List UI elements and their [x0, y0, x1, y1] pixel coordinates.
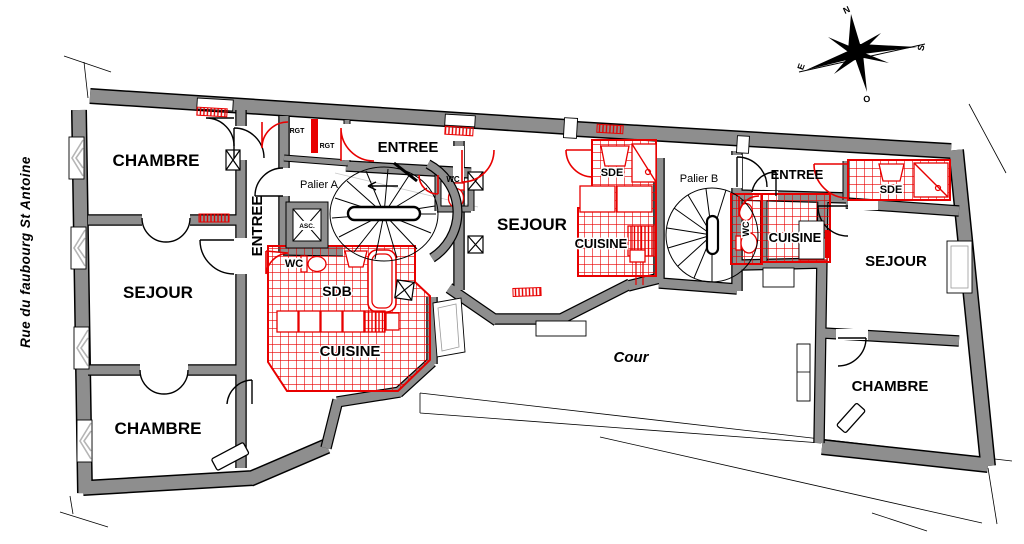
radiators	[196, 106, 624, 298]
wall-slot	[562, 117, 579, 139]
bathtub-inner	[371, 253, 393, 309]
room-label-entree-right: ENTREE	[771, 167, 824, 182]
room-labels: CHAMBRE SEJOUR CHAMBRE ENTREE WC SDB CUI…	[113, 128, 929, 438]
stair-newel	[346, 205, 422, 222]
lightwell	[432, 297, 466, 358]
room-label-sdb: SDB	[322, 283, 352, 299]
stair-a	[329, 159, 463, 263]
court-step	[535, 320, 587, 337]
room-label-chambre-top-left: CHAMBRE	[113, 151, 200, 170]
room-label-entree-center: ENTREE	[378, 139, 439, 156]
court-window-box	[798, 220, 825, 260]
toilet	[307, 255, 327, 273]
facade-window	[73, 326, 90, 370]
court-window	[796, 343, 811, 402]
room-label-sejour-center: SEJOUR	[497, 215, 567, 234]
room-label-cuisine-right: CUISINE	[769, 230, 822, 245]
red-wall-bar	[825, 230, 831, 258]
elevator: ASC.	[285, 201, 329, 249]
court-step	[762, 267, 795, 288]
wall-slot	[736, 135, 750, 154]
facade-window	[70, 226, 87, 270]
room-label-chambre-right: CHAMBRE	[852, 378, 929, 395]
room-label-sde-right: SDE	[880, 184, 903, 196]
room-label-wc-left: WC	[285, 258, 303, 270]
room-label-rgt-1: RGT	[290, 128, 306, 135]
room-label-cuisine-left: CUISINE	[320, 343, 381, 360]
room-label-palier-b: Palier B	[680, 173, 719, 185]
threshold	[393, 161, 418, 183]
room-label-rgt-2: RGT	[320, 143, 336, 150]
doors	[139, 117, 867, 471]
kitchen-sink	[363, 310, 386, 333]
room-label-cuisine-center: CUISINE	[575, 236, 628, 251]
washbasin	[344, 250, 368, 268]
courtyard-label: Cour	[614, 349, 650, 366]
compass-south-label: S	[916, 44, 927, 52]
red-wall-bar	[311, 119, 318, 153]
kitchen-counter	[579, 185, 616, 213]
top-window	[444, 113, 476, 128]
kitchen-counter	[616, 185, 653, 213]
compass-east-label: E	[795, 62, 806, 71]
elevator-label: ASC.	[299, 223, 315, 230]
facade-window	[68, 136, 85, 180]
room-label-entree-left: ENTREE	[249, 196, 266, 257]
room-label-chambre-bottom-left: CHAMBRE	[115, 419, 202, 438]
room-label-wc-right: WC	[741, 221, 751, 236]
facade-window	[76, 419, 93, 463]
compass-rose-icon: N S O E	[795, 4, 926, 104]
windows	[68, 97, 973, 463]
duct-boxes	[225, 149, 484, 301]
compass-north-label: N	[842, 4, 852, 16]
room-label-sde-center: SDE	[601, 167, 624, 179]
room-label-palier-a: Palier A	[300, 179, 339, 191]
compass-west-label: O	[863, 94, 871, 105]
washbasin	[600, 145, 630, 167]
kitchen-counter-left	[276, 310, 400, 333]
door-leaf	[836, 403, 866, 433]
street-label: Rue du faubourg St Antoine	[18, 156, 33, 348]
survey-ticks	[59, 55, 1007, 532]
room-label-sejour-left: SEJOUR	[123, 283, 193, 302]
washbasin	[878, 163, 905, 182]
room-label-wc-landing: WC	[446, 175, 460, 184]
room-label-sejour-right: SEJOUR	[865, 253, 927, 270]
stair-newel	[705, 214, 720, 256]
door-leaf	[211, 442, 250, 471]
toilet-tank	[735, 235, 742, 251]
stair-direction-arrow	[367, 181, 398, 191]
toilet-tank	[300, 255, 308, 273]
stair-b	[665, 187, 759, 283]
